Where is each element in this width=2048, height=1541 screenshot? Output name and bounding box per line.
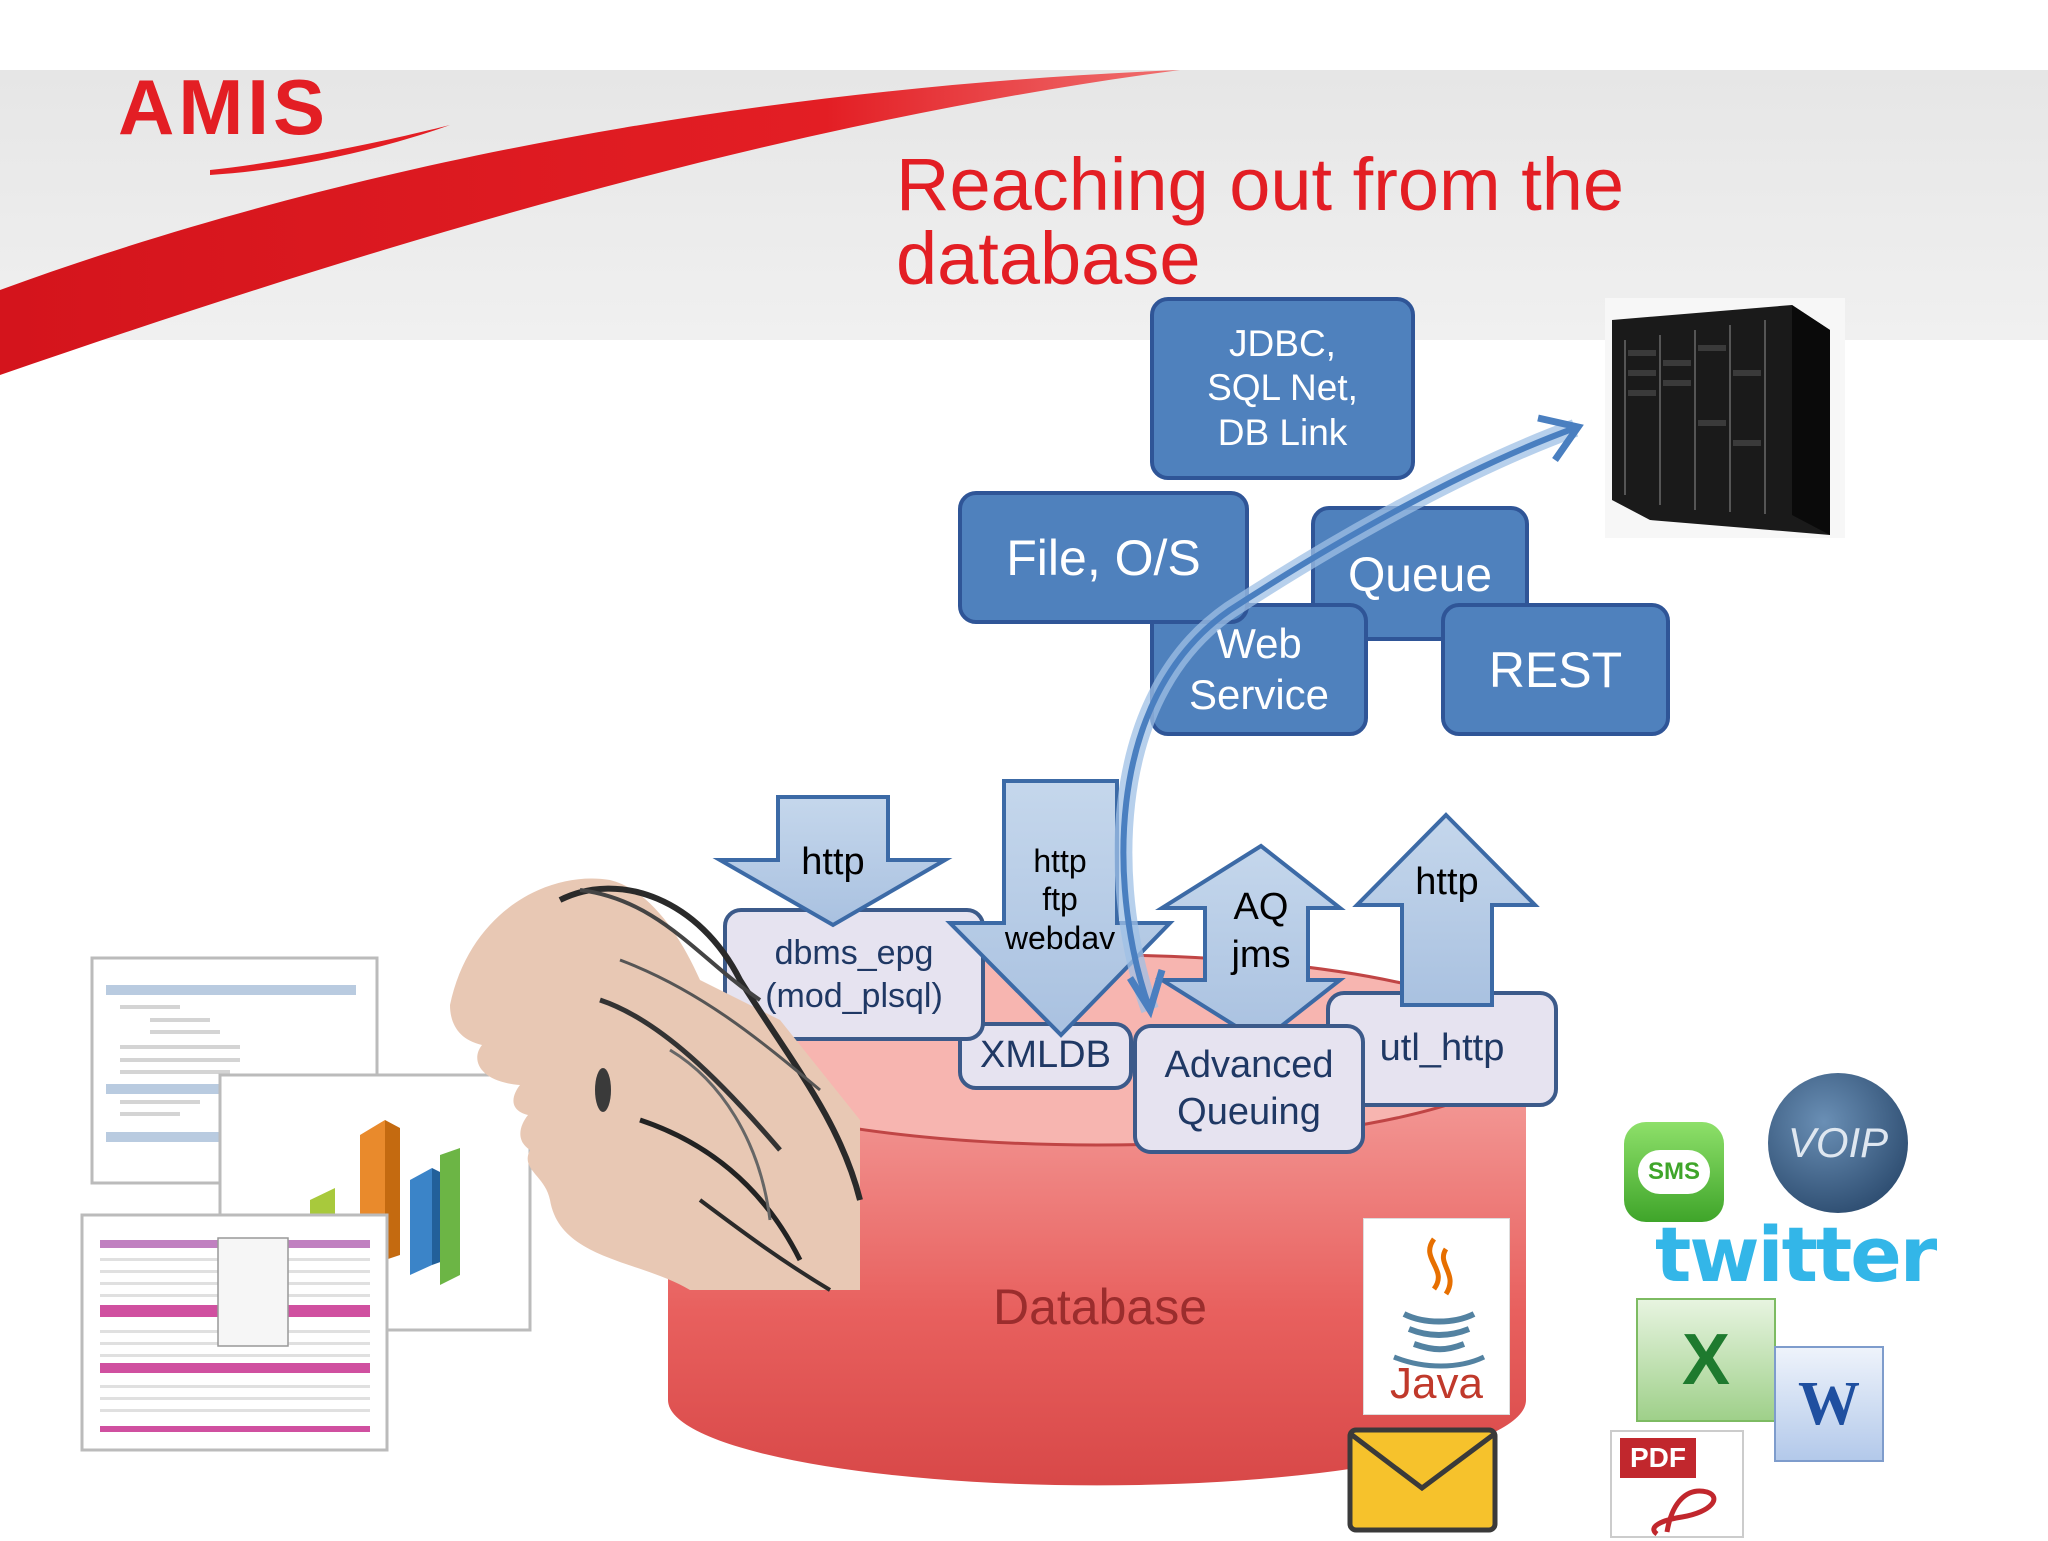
xmldb-box: XMLDB bbox=[958, 1022, 1133, 1090]
dbms-epg-box: dbms_epg (mod_plsql) bbox=[723, 908, 985, 1041]
sms-bubble: SMS bbox=[1637, 1150, 1710, 1194]
database-label: Database bbox=[992, 1279, 1208, 1335]
sms-icon: SMS bbox=[1624, 1122, 1724, 1222]
http-ftp-webdav-line-2: ftp bbox=[1042, 881, 1078, 918]
slide-title: Reaching out from the database bbox=[896, 148, 1796, 296]
file-os-box: File, O/S bbox=[958, 491, 1249, 624]
advanced-queuing-line-2: Queuing bbox=[1177, 1091, 1321, 1133]
jdbc-box: JDBC, SQL Net, DB Link bbox=[1150, 297, 1415, 480]
java-logo: Java bbox=[1363, 1218, 1510, 1415]
java-cup-icon bbox=[1393, 1237, 1486, 1369]
rest-label: REST bbox=[1488, 641, 1623, 698]
queue-label: Queue bbox=[1347, 549, 1493, 603]
dbms-epg-line-2: (mod_plsql) bbox=[765, 976, 943, 1015]
pdf-badge: PDF bbox=[1620, 1438, 1696, 1478]
twitter-logo: twitter bbox=[1655, 1210, 1937, 1299]
word-icon: W bbox=[1774, 1346, 1884, 1462]
amis-logo: AMIS bbox=[118, 63, 329, 151]
logo-swoosh bbox=[210, 125, 450, 175]
http-ftp-webdav-line-3: webdav bbox=[1004, 919, 1116, 956]
http-down-label: http bbox=[801, 841, 865, 883]
web-service-line-1: Web bbox=[1216, 620, 1302, 668]
aq-jms-line-2: jms bbox=[1231, 933, 1291, 976]
aq-jms-label: AQ jms bbox=[1205, 884, 1317, 979]
java-text: Java bbox=[1390, 1359, 1483, 1408]
aq-jms-line-1: AQ bbox=[1233, 886, 1289, 928]
advanced-queuing-line-1: Advanced bbox=[1164, 1043, 1334, 1086]
http-up-label: http bbox=[1415, 861, 1479, 903]
file-os-label: File, O/S bbox=[1006, 529, 1201, 586]
rest-box: REST bbox=[1441, 603, 1670, 736]
title-line-1: Reaching out from the bbox=[896, 143, 1625, 226]
voip-icon: VOIP bbox=[1768, 1073, 1908, 1213]
http-ftp-webdav-label: http ftp webdav bbox=[990, 842, 1130, 957]
jdbc-line-3: DB Link bbox=[1217, 411, 1348, 453]
xmldb-label: XMLDB bbox=[980, 1034, 1111, 1077]
voip-text: VOIP bbox=[1787, 1119, 1889, 1166]
red-swoosh bbox=[0, 70, 1180, 375]
jdbc-line-1: JDBC, bbox=[1229, 322, 1336, 364]
http-ftp-webdav-line-1: http bbox=[1033, 843, 1087, 879]
title-line-2: database bbox=[896, 217, 1201, 300]
word-text: W bbox=[1798, 1369, 1860, 1438]
excel-text: X bbox=[1681, 1320, 1731, 1400]
dbms-epg-line-1: dbms_epg bbox=[774, 934, 934, 972]
excel-icon: X bbox=[1636, 1298, 1776, 1422]
utl-http-label: utl_http bbox=[1379, 1027, 1505, 1070]
web-service-line-2: Service bbox=[1188, 670, 1330, 718]
pdf-text: PDF bbox=[1630, 1442, 1686, 1473]
acrobat-icon bbox=[1651, 1488, 1717, 1537]
jdbc-line-2: SQL Net, bbox=[1207, 367, 1358, 409]
advanced-queuing-box: Advanced Queuing bbox=[1133, 1024, 1365, 1154]
sms-text: SMS bbox=[1647, 1158, 1700, 1185]
pdf-icon: PDF bbox=[1610, 1430, 1744, 1538]
